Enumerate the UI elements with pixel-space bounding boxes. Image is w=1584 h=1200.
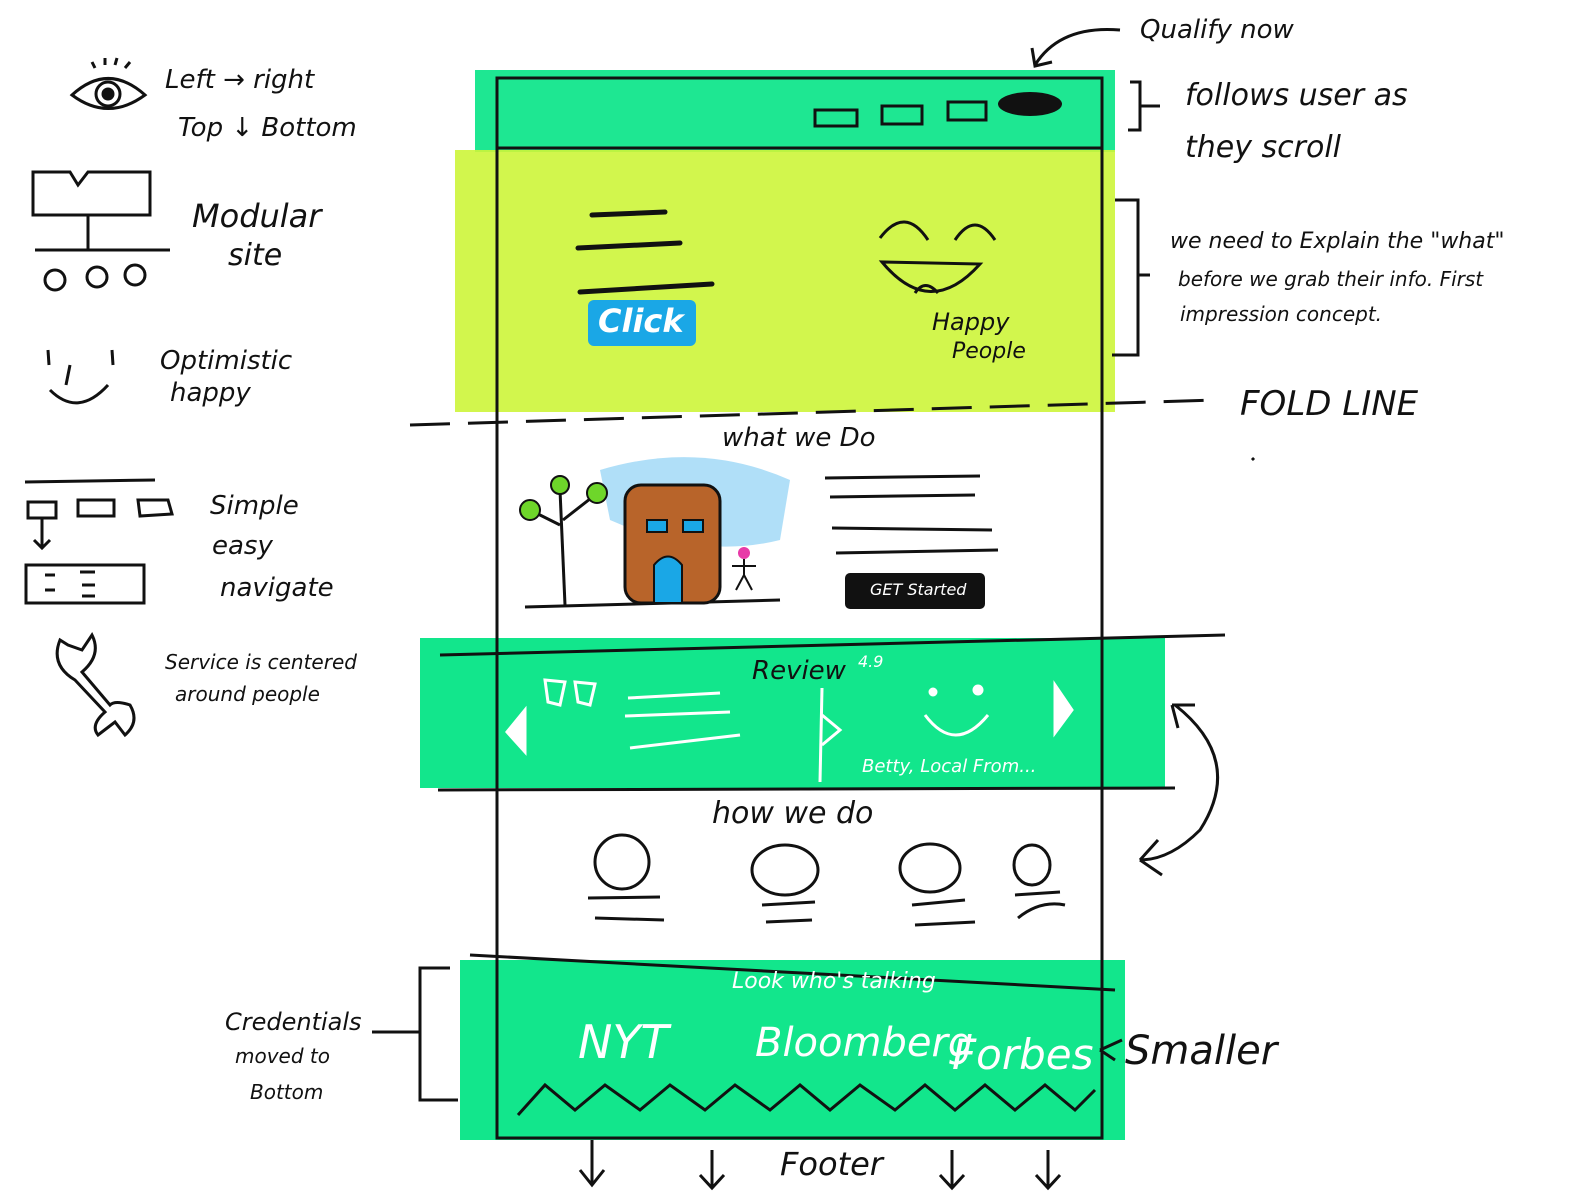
- legend-nav-line2: easy: [212, 531, 273, 561]
- hero-band: [455, 150, 1115, 412]
- fold-line: [409, 398, 1216, 427]
- credentials-note-line2: moved to: [235, 1044, 330, 1068]
- qualify-now-note: Qualify now: [1140, 15, 1294, 45]
- review-carousel-drawing: [505, 678, 1074, 783]
- hero-caption-line2: People: [952, 339, 1026, 364]
- page-frame: [495, 76, 1104, 1140]
- legend-nav-line3: navigate: [220, 573, 334, 603]
- credentials-note-line3: Bottom: [250, 1080, 324, 1104]
- nav-items: [813, 100, 988, 128]
- smaller-note: Smaller: [1125, 1028, 1278, 1074]
- eye-icon: [69, 57, 148, 110]
- legend-modular-line1: Modular: [192, 197, 322, 235]
- what-we-do-illustration: [519, 457, 790, 609]
- follows-user-note-line2: they scroll: [1185, 130, 1342, 165]
- fold-line-label: FOLD LINE: [1240, 384, 1419, 424]
- wrench-icon: [55, 632, 136, 738]
- legend-service-line1: Service is centered: [165, 650, 357, 674]
- legend-nav-line1: Simple: [210, 491, 299, 521]
- follows-user-note-line1: follows user as: [1185, 78, 1408, 113]
- explain-note-line2: before we grab their info. First: [1178, 267, 1484, 291]
- smiley-icon: [46, 349, 115, 405]
- get-started-button: GET Started: [870, 580, 967, 599]
- get-started-button-bg: [845, 573, 985, 609]
- legend-modular-line2: site: [228, 238, 283, 273]
- legend-eye-line2: Top ↓ Bottom: [178, 113, 357, 143]
- legend-optimistic-line1: Optimistic: [160, 346, 293, 376]
- press-logo-forbes: Forbes: [952, 1030, 1094, 1079]
- hero-click-button-bg: [588, 300, 696, 346]
- press-title: Look who's talking: [732, 969, 936, 994]
- press-logo-bloomberg: Bloomberg: [755, 1020, 974, 1066]
- hero-click-button: Click: [598, 302, 684, 340]
- modular-site-icon: [31, 170, 170, 292]
- qualify-now-button: [998, 92, 1062, 116]
- legend-eye-line1: Left → right: [165, 65, 315, 95]
- what-we-do-title: what we Do: [722, 423, 876, 453]
- review-attribution: Betty, Local From...: [862, 756, 1037, 777]
- review-rating: 4.9: [858, 652, 884, 671]
- how-we-do-title: how we do: [712, 796, 874, 831]
- press-logo-nyt: NYT: [578, 1015, 669, 1069]
- legend-optimistic-line2: happy: [170, 378, 251, 408]
- happy-face-icon: [878, 220, 997, 295]
- zigzag-edge: [516, 1082, 1097, 1117]
- review-title: Review: [752, 656, 846, 686]
- navigation-icon: [24, 478, 174, 605]
- footer-arrows: [578, 1140, 1062, 1191]
- legend-service-line2: around people: [175, 682, 320, 706]
- explain-note-line1: we need to Explain the "what": [1170, 229, 1505, 254]
- hero-caption-line1: Happy: [932, 308, 1010, 336]
- explain-note-line3: impression concept.: [1180, 302, 1383, 326]
- review-band: [420, 638, 1165, 788]
- footer-label: Footer: [780, 1145, 883, 1183]
- credentials-note-line1: Credentials: [225, 1008, 362, 1036]
- how-we-do-icons: [587, 833, 1066, 927]
